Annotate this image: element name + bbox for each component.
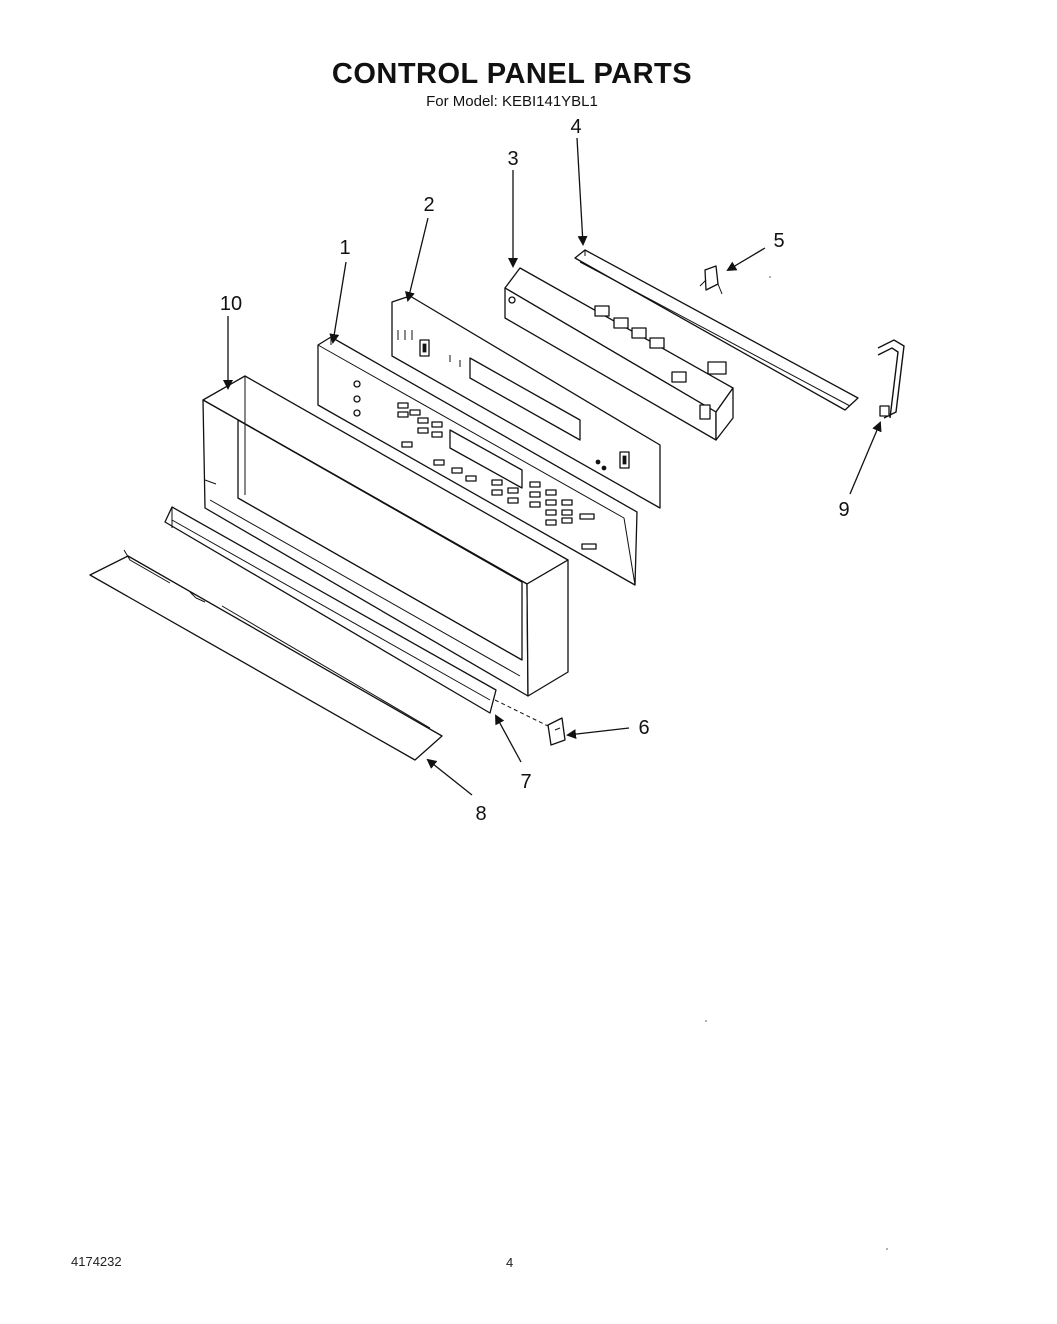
part-9-bracket xyxy=(877,339,905,419)
page-number: 4 xyxy=(506,1255,514,1270)
callout-9: 9 xyxy=(838,499,849,521)
callout-5: 5 xyxy=(773,230,784,252)
document-number: 4174232 xyxy=(71,1254,122,1269)
callout-10: 10 xyxy=(220,293,242,315)
callout-2: 2 xyxy=(423,194,434,216)
part-6-small-bracket xyxy=(547,717,566,746)
callout-6: 6 xyxy=(638,717,649,739)
callout-3: 3 xyxy=(507,148,518,170)
callout-4: 4 xyxy=(570,116,581,138)
part-8-vent-grille xyxy=(89,549,443,761)
assembly-guide-line xyxy=(494,699,549,727)
part-3-control-module xyxy=(504,267,734,441)
part-1-control-panel xyxy=(317,336,638,586)
part-10-panel-housing xyxy=(202,375,569,697)
model-subtitle: For Model: KEBI141YBL1 xyxy=(426,93,598,110)
callout-7: 7 xyxy=(520,771,531,793)
part-4-trim-strip xyxy=(574,249,859,411)
page-title: CONTROL PANEL PARTS xyxy=(331,58,693,90)
callout-1: 1 xyxy=(339,237,350,259)
part-5-clip xyxy=(699,265,723,295)
callout-8: 8 xyxy=(475,803,486,825)
callout-labels: 1 2 3 4 5 6 7 8 9 10 xyxy=(220,116,850,825)
part-7-lower-trim xyxy=(164,506,497,714)
scan-specks xyxy=(705,276,888,1250)
leader-lines xyxy=(223,137,882,796)
